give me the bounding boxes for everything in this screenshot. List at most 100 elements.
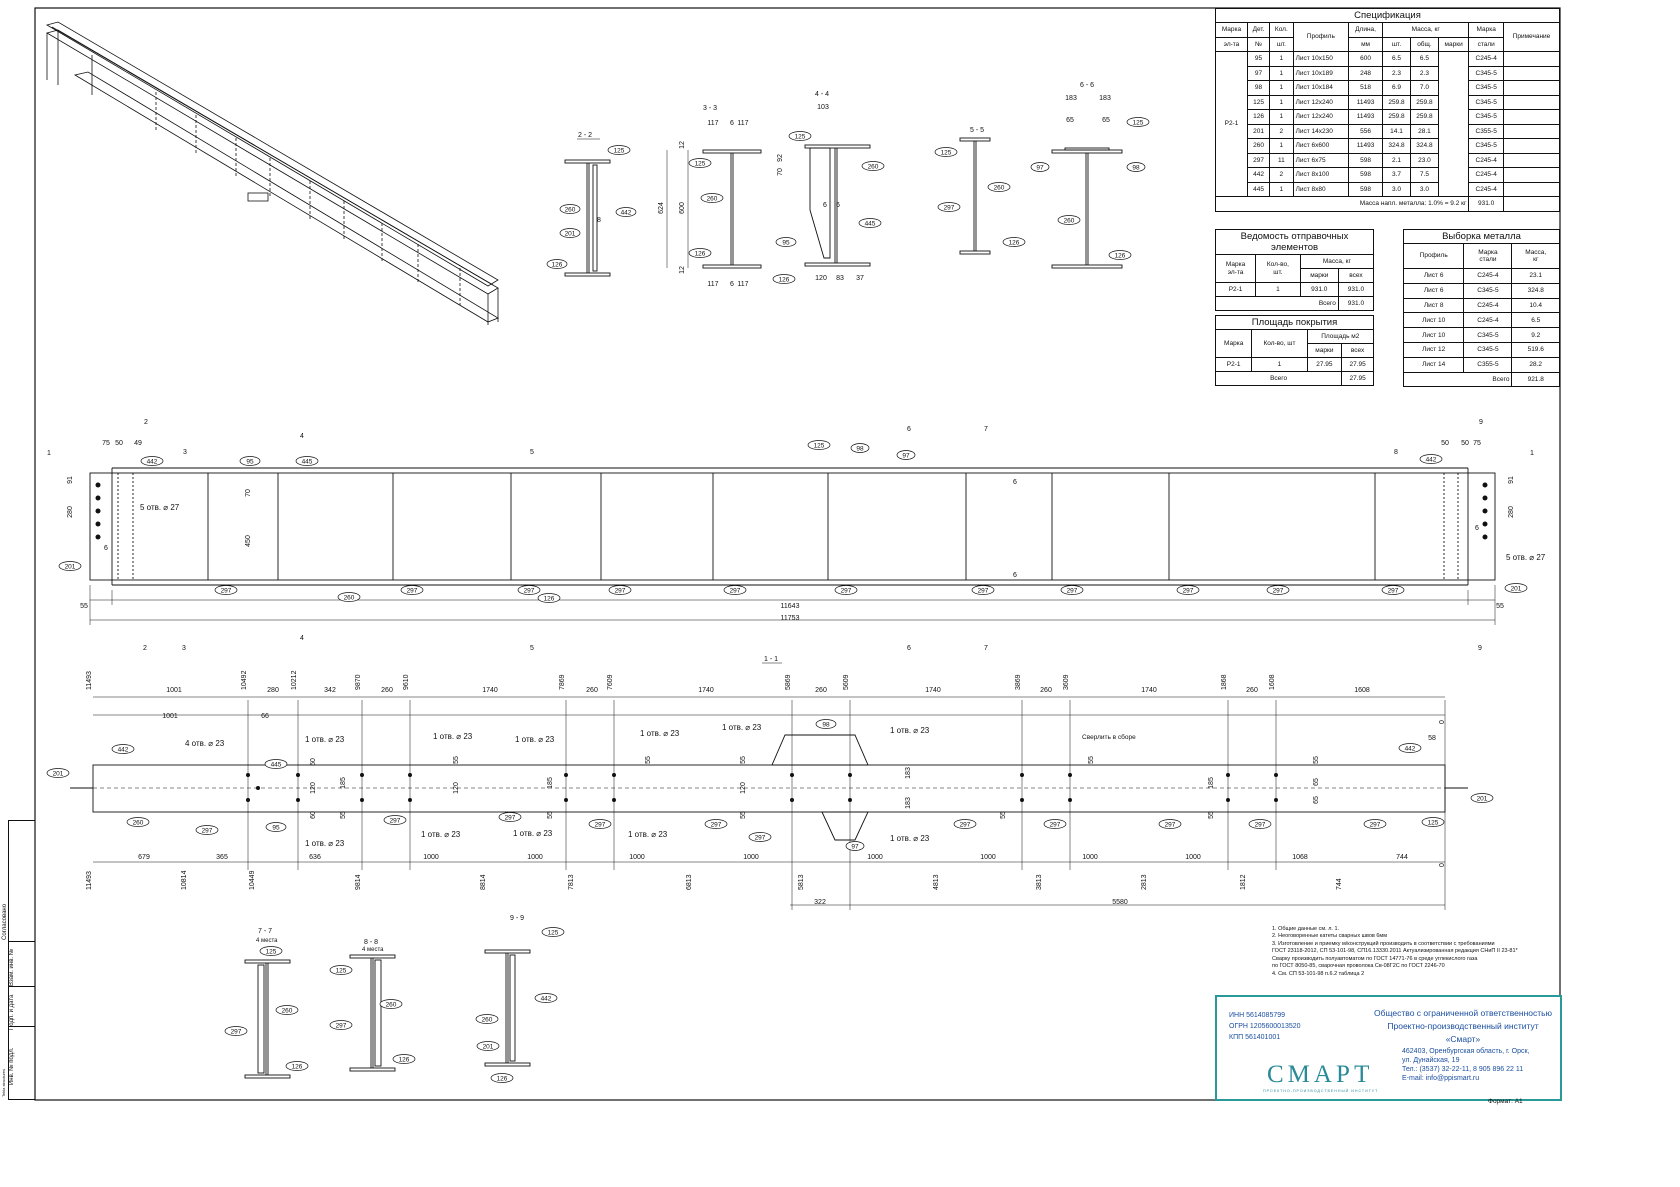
spec-cell-note (1502, 123, 1561, 139)
vyb-cell-profile: Лист 8 (1402, 297, 1465, 314)
note-line: 1. Общие данные см. л. 1. (1272, 926, 1340, 932)
ordinate-bottom: 3813 (1036, 874, 1043, 890)
dim-55: 55 (740, 811, 747, 819)
ordinate-top: 5869 (785, 674, 792, 690)
area-header-area: Площадь м2 (1306, 329, 1375, 344)
side-tekla: Tekla structures (1, 1068, 6, 1097)
section-1-1-label: 1 - 1 (764, 656, 778, 663)
note-line: 2. Неоговоренные катеты сварных швов 6мм (1272, 933, 1387, 940)
ved-row-qty: 1 (1255, 282, 1301, 297)
ordinate-bottom: 6813 (686, 874, 693, 890)
shipping-title: Ведомость отправочных элементов (1215, 229, 1374, 254)
dim-183: 183 (905, 797, 912, 809)
inn: ИНН 5614085799 (1229, 1012, 1286, 1019)
section-7-7-places: 4 места (256, 938, 278, 944)
section-8-8 (349, 954, 396, 1072)
callout-297: 297 (1165, 822, 1176, 829)
ordinate-bottom: 11493 (86, 871, 93, 890)
area-header-mark: Марка (1214, 329, 1253, 358)
cut-mark-1: 1 (47, 450, 51, 457)
dim-1000: 1000 (867, 854, 883, 861)
spec-cell-m1: 259.8 (1382, 109, 1411, 125)
spec-cell-det: 97 (1246, 65, 1271, 81)
spec-cell-mt: 259.8 (1409, 94, 1439, 110)
spec-cell-len: 598 (1348, 167, 1384, 183)
callout-297: 297 (1067, 588, 1078, 595)
dim-66: 66 (261, 713, 269, 720)
spec-cell-profile: Лист 14х230 (1292, 123, 1350, 139)
section-7-7-label: 7 - 7 (258, 928, 272, 935)
dim-183: 183 (905, 767, 912, 779)
dim-342: 342 (324, 687, 336, 694)
title-stamp: ИНН 5614085799 ОГРН 1205600013520 КПП 56… (1215, 995, 1562, 1101)
dim-260: 260 (381, 687, 393, 694)
ordinate-bottom: 4813 (933, 874, 940, 890)
dim-91: 91 (67, 476, 74, 484)
drill-note: Сверлить в сборе (1082, 733, 1136, 741)
dim-65: 65 (1066, 117, 1074, 124)
callout-297: 297 (730, 588, 741, 595)
vyb-title: Выборка металла (1403, 229, 1560, 243)
callout-297: 297 (944, 205, 955, 212)
section-6-6 (1051, 147, 1123, 269)
section-2-2 (564, 159, 611, 277)
spec-header-length-2: мм (1348, 36, 1384, 52)
spec-header-mass-mark: марки (1437, 36, 1470, 52)
hole-1x23: 1 отв. ⌀ 23 (890, 834, 930, 843)
ved-header-mass-all: всех (1337, 268, 1375, 283)
cut-mark-3: 3 (182, 645, 186, 652)
hole-1x23: 1 отв. ⌀ 23 (515, 735, 555, 744)
dim-130: 120 (740, 782, 747, 794)
dim-55: 55 (453, 756, 460, 764)
email: E-mail: info@ppismart.ru (1402, 1075, 1480, 1083)
isometric-beam-view (45, 21, 499, 325)
callout-125: 125 (695, 161, 706, 168)
hole-1x23: 1 отв. ⌀ 23 (722, 723, 762, 732)
spec-cell-len: 11493 (1348, 109, 1384, 125)
spec-cell-det: 95 (1246, 51, 1271, 67)
spec-cell-mt: 28.1 (1409, 123, 1439, 139)
ogrn: ОГРН 1205600013520 (1229, 1022, 1301, 1030)
section-9-9-label: 9 - 9 (510, 915, 524, 922)
callout-442: 442 (118, 747, 129, 754)
dim-1000: 1000 (1082, 854, 1098, 861)
callout-297: 297 (407, 588, 418, 595)
ordinate-top: 1868 (1221, 674, 1228, 690)
callout-297: 297 (755, 835, 766, 842)
side-stamp (8, 820, 35, 1100)
section-2-2-label: 2 - 2 (578, 132, 592, 139)
vyb-cell-mass: 324.8 (1511, 282, 1560, 299)
spec-cell-m1: 14.1 (1382, 123, 1411, 139)
spec-cell-m1: 324.8 (1382, 138, 1411, 154)
spec-cell-len: 11493 (1348, 94, 1384, 110)
cut-mark-9: 9 (1478, 645, 1482, 652)
vyb-cell-mass: 6.5 (1511, 312, 1560, 329)
dim-1000: 1000 (423, 854, 439, 861)
dim-37: 37 (856, 275, 864, 282)
callout-297: 297 (711, 822, 722, 829)
spec-cell-profile: Лист 10х150 (1292, 51, 1350, 67)
ordinate-top: 1608 (1269, 674, 1276, 690)
specification-title: Спецификация (1215, 8, 1560, 22)
spec-cell-note (1502, 181, 1561, 197)
spec-cell-note (1502, 138, 1561, 154)
spec-cell-det: 442 (1246, 167, 1271, 183)
cut-mark-7: 7 (984, 645, 988, 652)
callout-297: 297 (221, 588, 232, 595)
cut-mark-7: 7 (984, 426, 988, 433)
vyb-cell-profile: Лист 12 (1402, 341, 1465, 358)
callout-97: 97 (1036, 165, 1044, 172)
dim-12: 12 (679, 141, 686, 149)
spec-cell-m1: 259.8 (1382, 94, 1411, 110)
callout-297: 297 (1255, 822, 1266, 829)
dim-117: 117 (707, 281, 718, 288)
drawing-canvas: 2 - 2 3 - 3 4 - 4 5 - 5 6 - 6 (34, 7, 1561, 1101)
callout-297: 297 (1388, 588, 1399, 595)
dim-11753: 11753 (781, 615, 800, 622)
vyb-cell-profile: Лист 6 (1402, 282, 1465, 299)
section-4-4 (804, 144, 871, 267)
